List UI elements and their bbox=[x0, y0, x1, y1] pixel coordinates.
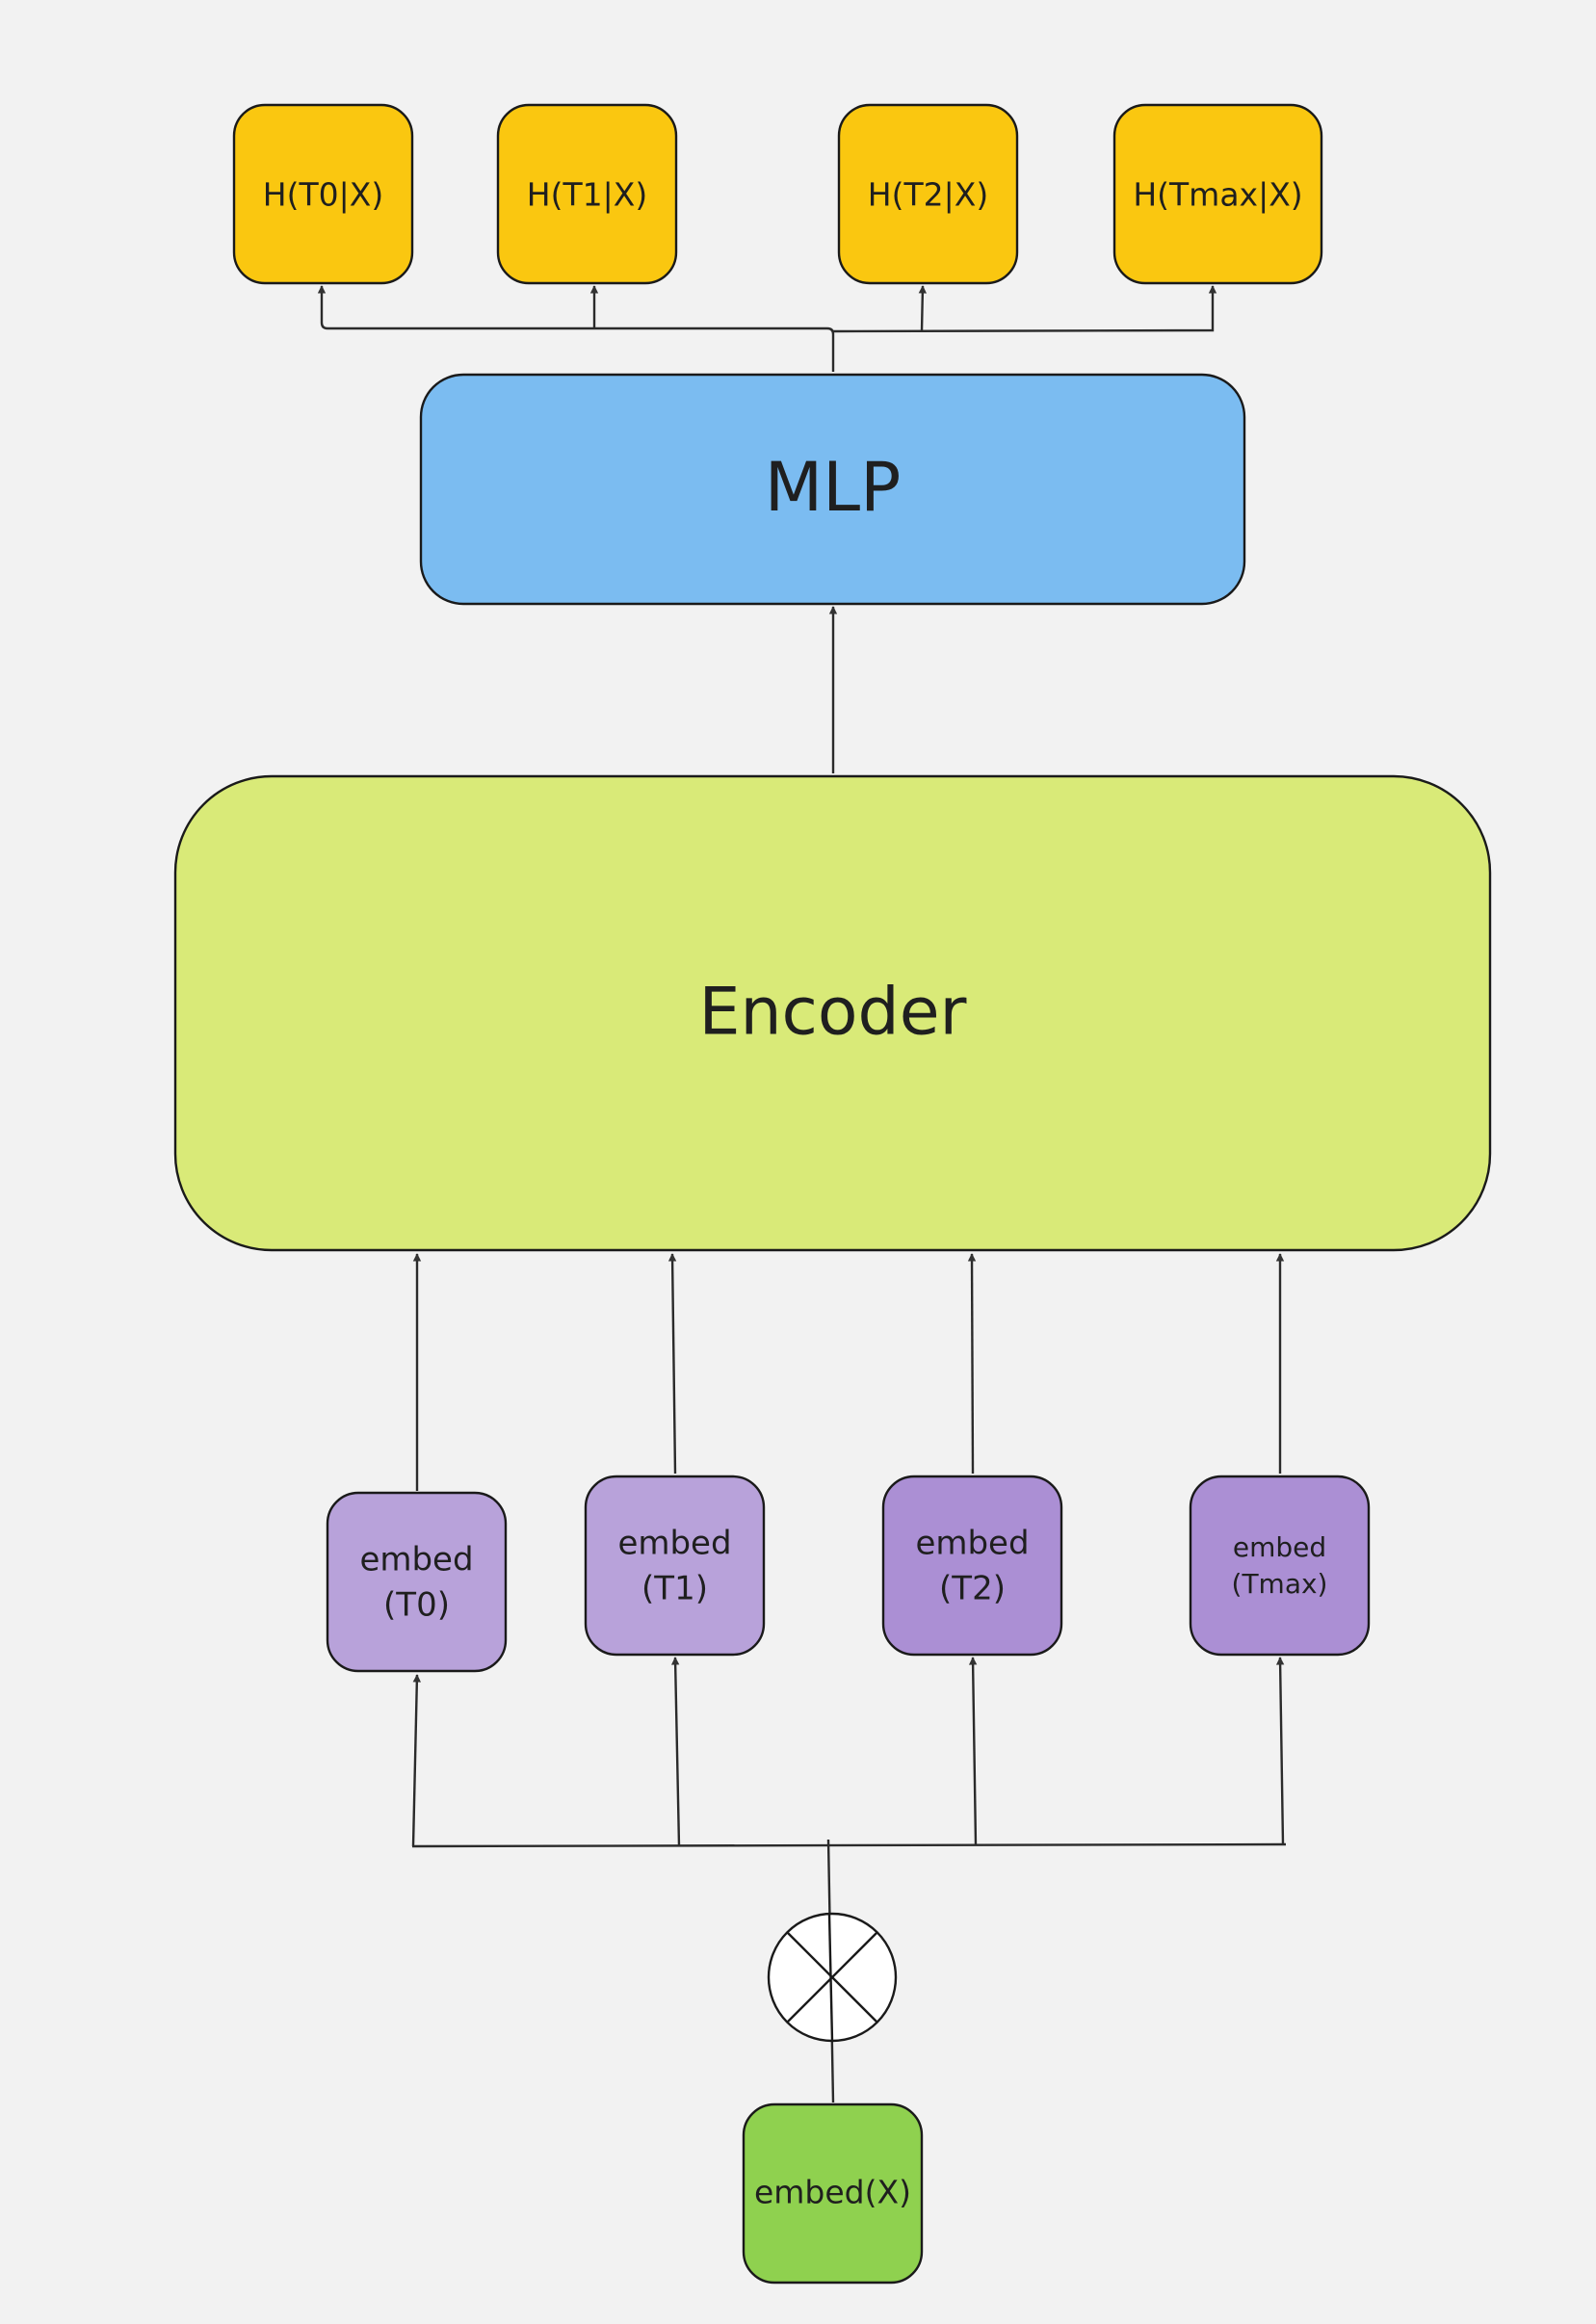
embed-t0-line1: embed bbox=[359, 1541, 473, 1580]
edge-embed-t1-to-encoder bbox=[667, 1253, 677, 1475]
multiply-operator bbox=[767, 1912, 898, 2043]
embed-node-t2: embed (T2) bbox=[881, 1475, 1063, 1657]
input-label: embed(X) bbox=[754, 2174, 911, 2211]
encoder-node: Encoder bbox=[173, 774, 1492, 1252]
edge-bus-to-embed-t2 bbox=[968, 1657, 978, 1846]
edge-to-h-t2 bbox=[918, 285, 928, 332]
edges bbox=[317, 285, 1287, 2103]
embed-node-t1: embed (T1) bbox=[584, 1475, 766, 1657]
embed-node-box bbox=[881, 1475, 1063, 1657]
output-node-box bbox=[1112, 103, 1323, 285]
output-node-h-t2: H(T2|X) bbox=[837, 103, 1019, 285]
output-label-h-t1: H(T1|X) bbox=[527, 176, 647, 214]
embed-t2-line2: (T2) bbox=[939, 1570, 1006, 1608]
edge-bus-to-embed-tmax bbox=[1275, 1657, 1285, 1845]
embed-node-t0: embed (T0) bbox=[326, 1491, 508, 1673]
mlp-label: MLP bbox=[765, 448, 902, 527]
output-node-h-tmax: H(Tmax|X) bbox=[1112, 103, 1323, 285]
embed-t0-line2: (T0) bbox=[383, 1586, 450, 1625]
cross-icon bbox=[786, 1931, 878, 2024]
edge-mlp-trunk bbox=[317, 285, 835, 372]
mlp-node: MLP bbox=[419, 373, 1246, 606]
output-node-box bbox=[496, 103, 678, 285]
output-node-box bbox=[837, 103, 1019, 285]
embed-node-box bbox=[584, 1475, 766, 1657]
embed-node-box bbox=[1189, 1475, 1371, 1657]
embed-tmax-line1: embed bbox=[1233, 1531, 1326, 1563]
output-node-h-t1: H(T1|X) bbox=[496, 103, 678, 285]
operator-pass-line bbox=[827, 1913, 834, 2042]
input-node-box bbox=[742, 2102, 924, 2285]
embed-t1-line1: embed bbox=[617, 1525, 731, 1563]
edge-to-h-t2-tmax bbox=[832, 285, 1217, 333]
embed-tmax-line2: (Tmax) bbox=[1232, 1568, 1328, 1600]
output-label-h-t2: H(T2|X) bbox=[868, 176, 988, 214]
embed-node-tmax: embed (Tmax) bbox=[1189, 1475, 1371, 1657]
output-label-h-t0: H(T0|X) bbox=[263, 176, 383, 214]
mlp-box bbox=[419, 373, 1246, 606]
edge-bus-to-embed-t0 bbox=[411, 1674, 421, 1847]
embed-nodes: embed (T0) embed (T1) embed (T2) embed (… bbox=[326, 1475, 1371, 1673]
edge-bus-to-embed-t1 bbox=[670, 1657, 681, 1847]
edge-embed-t2-to-encoder bbox=[967, 1253, 977, 1475]
embed-t1-line2: (T1) bbox=[641, 1570, 708, 1608]
embed-t2-line1: embed bbox=[915, 1525, 1029, 1563]
output-node-box bbox=[232, 103, 414, 285]
encoder-box bbox=[173, 774, 1492, 1252]
output-node-h-t0: H(T0|X) bbox=[232, 103, 414, 285]
input-node: embed(X) bbox=[742, 2102, 924, 2285]
embed-node-box bbox=[326, 1491, 508, 1673]
output-label-h-tmax: H(Tmax|X) bbox=[1133, 176, 1302, 214]
edge-bus bbox=[411, 1842, 1287, 1848]
encoder-label: Encoder bbox=[698, 975, 966, 1051]
output-nodes: H(T0|X) H(T1|X) H(T2|X) H(Tmax|X) bbox=[232, 103, 1323, 285]
